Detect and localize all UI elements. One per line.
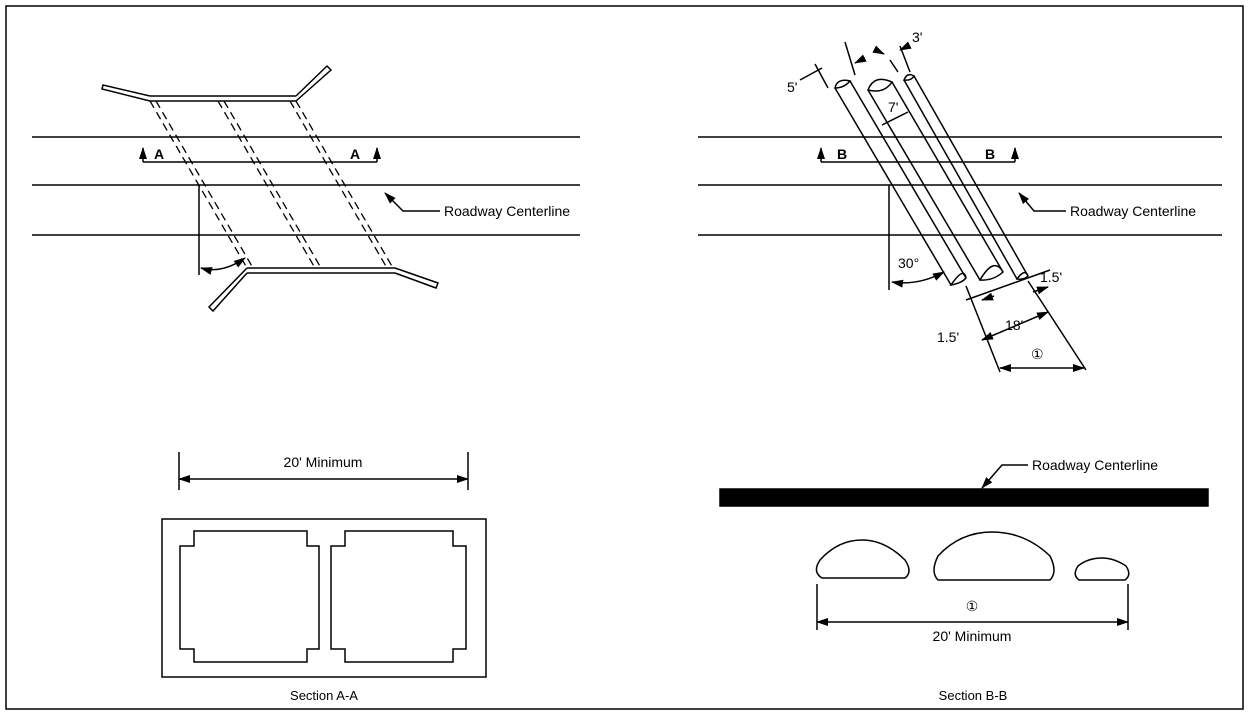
dim-spacing-middle: 18'	[1005, 317, 1023, 333]
centerline-label-a: Roadway Centerline	[444, 203, 570, 219]
barrel-walls	[149, 100, 394, 269]
dim-reference-note: ①	[1031, 346, 1044, 362]
section-marker-b-right: B	[985, 146, 995, 162]
pipe-5ft	[834, 79, 967, 287]
wingwall-bottom-right	[394, 267, 439, 289]
wingwall-top-left	[101, 84, 151, 102]
pipe-section-left	[815, 539, 910, 579]
pipe-section-right	[1074, 557, 1130, 581]
dim-spacing-left: 1.5'	[937, 329, 959, 345]
centerline-leader-a	[384, 192, 440, 212]
dim-pipe-5ft: 5'	[787, 79, 797, 95]
section-b-b	[719, 464, 1209, 630]
box-culvert-outline	[161, 518, 487, 678]
box-cell-right	[330, 530, 467, 663]
section-a-title: Section A-A	[290, 688, 358, 703]
dim-pipe-7ft: 7'	[888, 99, 898, 115]
sheet-border	[5, 5, 1244, 710]
wingwall-top-right	[295, 64, 333, 102]
section-b-reference: ①	[966, 598, 979, 614]
skew-angle-arc-b	[891, 271, 945, 288]
pipe-3ft	[902, 73, 1029, 280]
dim-spacing-right: 1.5'	[1040, 269, 1062, 285]
box-cell-left	[179, 530, 320, 663]
width-label-b: 20' Minimum	[933, 628, 1012, 644]
plan-b	[698, 41, 1222, 373]
dim-skew-angle: 30°	[898, 255, 919, 271]
plan-a	[32, 64, 580, 313]
roadway-slab	[719, 488, 1209, 507]
centerline-label-section-b: Roadway Centerline	[1032, 457, 1158, 473]
pipe-section-middle	[933, 531, 1055, 581]
pipe-7ft-dim-line	[881, 111, 909, 126]
wingwall-bottom-left	[207, 267, 248, 313]
centerline-leader-b	[1018, 192, 1066, 212]
width-label-a: 20' Minimum	[284, 454, 363, 470]
pipe-7ft	[867, 78, 1004, 281]
skew-angle-arc	[200, 257, 246, 275]
section-b-title: Section B-B	[939, 688, 1008, 703]
dim-pipe-3ft: 3'	[912, 29, 922, 45]
centerline-leader-section-b	[981, 464, 1028, 489]
section-marker-b-left: B	[837, 146, 847, 162]
centerline-label-b: Roadway Centerline	[1070, 203, 1196, 219]
section-a-a	[161, 452, 487, 678]
section-marker-a-left: A	[154, 146, 164, 162]
section-marker-a-right: A	[350, 146, 360, 162]
